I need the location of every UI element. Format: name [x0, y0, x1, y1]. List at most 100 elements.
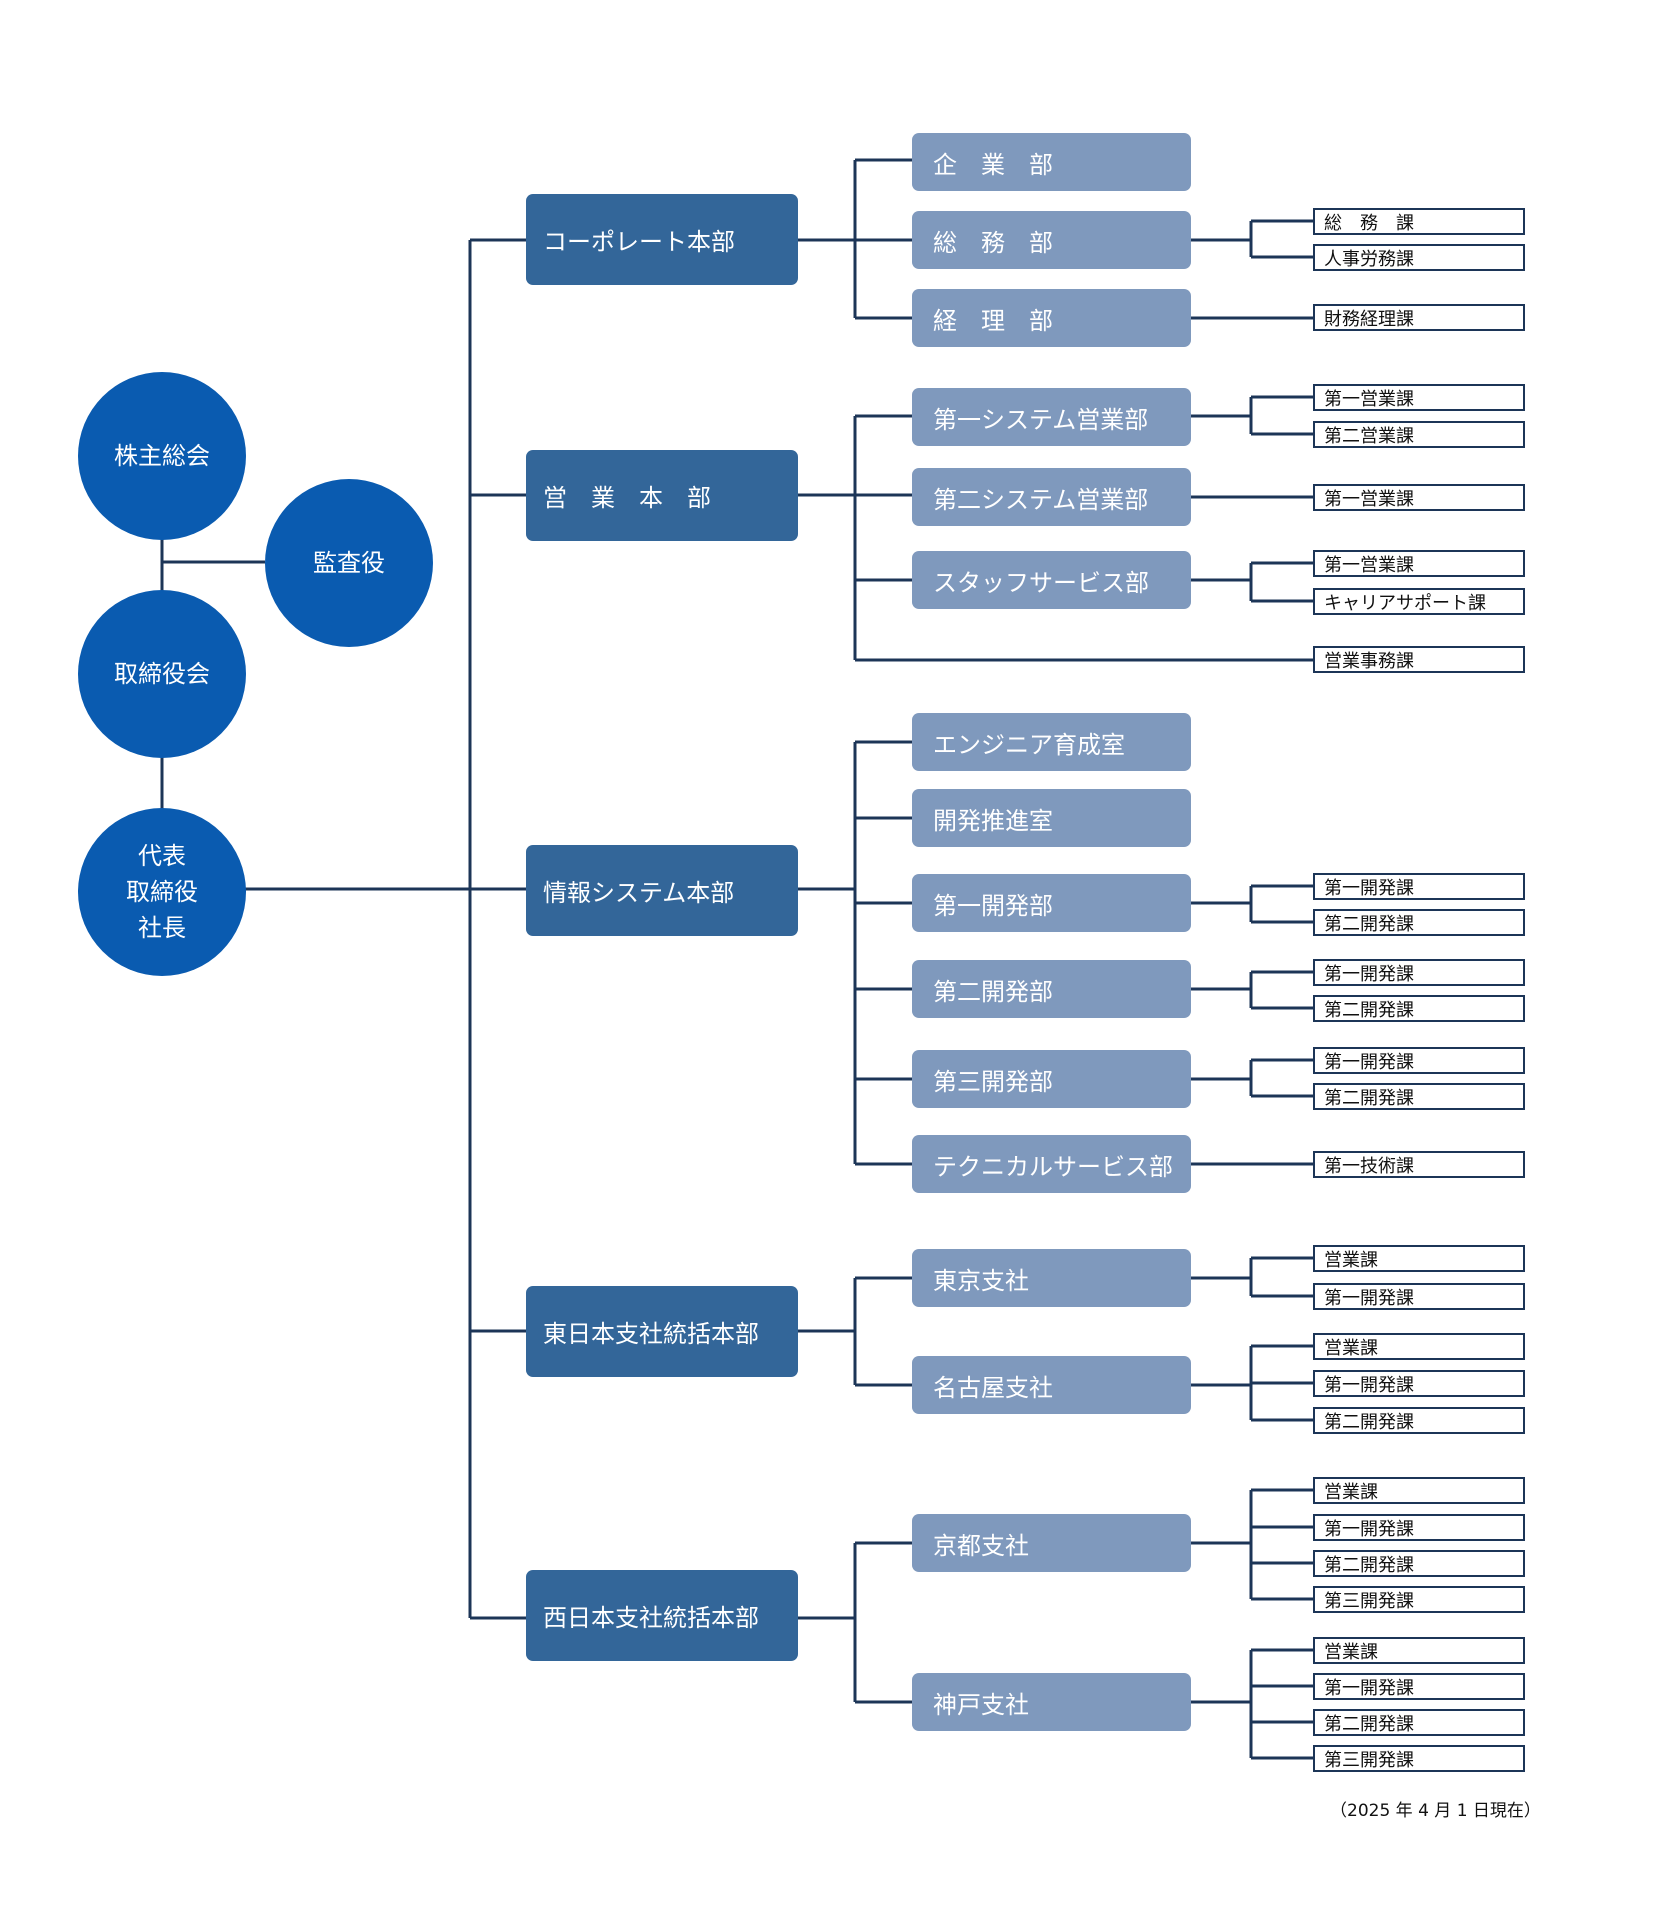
connector-sec-4-0	[1191, 1488, 1313, 1601]
section-box: 営業課	[1313, 1245, 1525, 1272]
section-label: 人事労務課	[1324, 248, 1414, 270]
department-label: 総 務 部	[933, 228, 1053, 257]
department-label: テクニカルサービス部	[933, 1152, 1173, 1181]
division-label: 東日本支社統括本部	[543, 1320, 759, 1348]
section-label: 総 務 課	[1324, 212, 1414, 234]
president-line-2: 取締役	[126, 878, 198, 906]
section-label: 営業課	[1324, 1641, 1378, 1663]
connector-sec-1-2	[1191, 561, 1313, 603]
section-label: 第一営業課	[1324, 554, 1414, 576]
section-label: 第一営業課	[1324, 488, 1414, 510]
department-dev-3: 第三開発部	[912, 1050, 1191, 1108]
division-west-japan: 西日本支社統括本部	[526, 1570, 798, 1661]
department-label: エンジニア育成室	[933, 730, 1125, 759]
section-label: 営業課	[1324, 1249, 1378, 1271]
division-label: 情報システム本部	[543, 879, 735, 907]
connector-sec-4-1	[1191, 1648, 1313, 1760]
department-technical-service: テクニカルサービス部	[912, 1135, 1191, 1193]
department-kyoto-branch: 京都支社	[912, 1514, 1191, 1572]
department-label: 東京支社	[933, 1266, 1029, 1295]
department-keiri: 経 理 部	[912, 289, 1191, 347]
connector-sec-3-0	[1191, 1256, 1313, 1298]
department-dev-promotion: 開発推進室	[912, 789, 1191, 847]
section-label: 財務経理課	[1324, 308, 1414, 330]
department-staff-service: スタッフサービス部	[912, 551, 1191, 609]
department-label: 京都支社	[933, 1531, 1029, 1560]
department-system-sales-1: 第一システム営業部	[912, 388, 1191, 446]
section-box: 第一開発課	[1313, 1047, 1525, 1074]
department-label: 第一開発部	[933, 891, 1053, 920]
department-somu: 総 務 部	[912, 211, 1191, 269]
division-corporate: コーポレート本部	[526, 194, 798, 285]
department-label: 企 業 部	[933, 150, 1053, 179]
section-box: 第一営業課	[1313, 550, 1525, 577]
section-box: 第二開発課	[1313, 995, 1525, 1022]
section-label: 第一技術課	[1324, 1155, 1414, 1177]
section-box: 営業事務課	[1313, 646, 1525, 673]
connector-sec-3-1	[1191, 1344, 1313, 1422]
division-east-japan: 東日本支社統括本部	[526, 1286, 798, 1377]
department-label: 神戸支社	[933, 1690, 1029, 1719]
section-label: 営業課	[1324, 1481, 1378, 1503]
connector-sec-2-3	[1191, 970, 1313, 1010]
department-dev-1: 第一開発部	[912, 874, 1191, 932]
department-label: 第二システム営業部	[933, 485, 1149, 514]
auditor: 監査役	[265, 479, 433, 647]
section-box: 第二開発課	[1313, 1083, 1525, 1110]
section-box: 第一開発課	[1313, 873, 1525, 900]
section-label: 第一開発課	[1324, 877, 1414, 899]
section-box: 第一開発課	[1313, 1283, 1525, 1310]
president-line-1: 代表	[138, 842, 186, 870]
department-system-sales-2: 第二システム営業部	[912, 468, 1191, 526]
section-label: 営業課	[1324, 1337, 1378, 1359]
section-label: 第二開発課	[1324, 913, 1414, 935]
section-box: 第二開発課	[1313, 1550, 1525, 1577]
section-box: 第三開発課	[1313, 1745, 1525, 1772]
department-label: 第三開発部	[933, 1067, 1053, 1096]
as-of-date-note: （2025 年 4 月 1 日現在）	[1330, 1801, 1541, 1821]
connector-div-4	[798, 1541, 912, 1704]
department-dev-2: 第二開発部	[912, 960, 1191, 1018]
section-label: 第二営業課	[1324, 425, 1414, 447]
section-label: 第一開発課	[1324, 963, 1414, 985]
section-label: 第二開発課	[1324, 1411, 1414, 1433]
section-label: 第三開発課	[1324, 1749, 1414, 1771]
section-box: 第一開発課	[1313, 1370, 1525, 1397]
department-nagoya-branch: 名古屋支社	[912, 1356, 1191, 1414]
section-box: 営業課	[1313, 1477, 1525, 1504]
section-box: 営業課	[1313, 1333, 1525, 1360]
connector-sec-2-2	[1191, 884, 1313, 924]
section-box: 第三開発課	[1313, 1586, 1525, 1613]
section-box: 第一開発課	[1313, 1673, 1525, 1700]
section-label: 第一営業課	[1324, 388, 1414, 410]
shareholders-meeting: 株主総会	[78, 372, 246, 540]
section-box: 第一営業課	[1313, 384, 1525, 411]
section-box: 財務経理課	[1313, 304, 1525, 331]
division-sales: 営 業 本 部	[526, 450, 798, 541]
section-box: 第二開発課	[1313, 1407, 1525, 1434]
division-info-systems: 情報システム本部	[526, 845, 798, 936]
president-line-3: 社長	[138, 914, 186, 942]
section-label: 第一開発課	[1324, 1374, 1414, 1396]
division-label: 営 業 本 部	[543, 484, 711, 512]
section-box: 人事労務課	[1313, 244, 1525, 271]
section-label: キャリアサポート課	[1324, 592, 1486, 614]
department-label: 開発推進室	[933, 806, 1053, 835]
division-label: 西日本支社統括本部	[543, 1604, 759, 1632]
department-kobe-branch: 神戸支社	[912, 1673, 1191, 1731]
auditor-label: 監査役	[313, 549, 385, 577]
connector-trunk	[468, 238, 526, 1620]
department-label: 経 理 部	[933, 306, 1053, 335]
section-box: 第二営業課	[1313, 421, 1525, 448]
section-label: 第一開発課	[1324, 1677, 1414, 1699]
department-label: スタッフサービス部	[933, 568, 1149, 597]
connector-div-0	[798, 158, 912, 320]
section-box: キャリアサポート課	[1313, 588, 1525, 615]
section-label: 営業事務課	[1324, 650, 1414, 672]
connector-div-1	[798, 414, 1313, 662]
board-of-directors: 取締役会	[78, 590, 246, 758]
department-label: 第二開発部	[933, 977, 1053, 1006]
connector-sec-0-1	[1191, 219, 1313, 259]
